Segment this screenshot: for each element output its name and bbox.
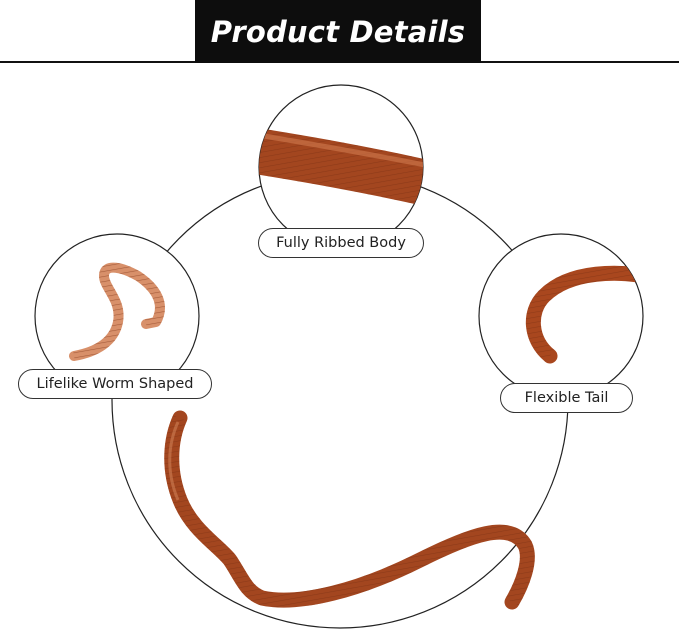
feature-circle-top [258, 84, 424, 250]
feature-label-top: Fully Ribbed Body [258, 228, 424, 258]
feature-label-left: Lifelike Worm Shaped [18, 369, 212, 399]
feature-label-right: Flexible Tail [500, 383, 633, 413]
page-title: Product Details [210, 14, 466, 49]
feature-circle-right [478, 233, 644, 399]
worm-photo [164, 410, 535, 610]
page-title-banner: Product Details [195, 0, 481, 63]
